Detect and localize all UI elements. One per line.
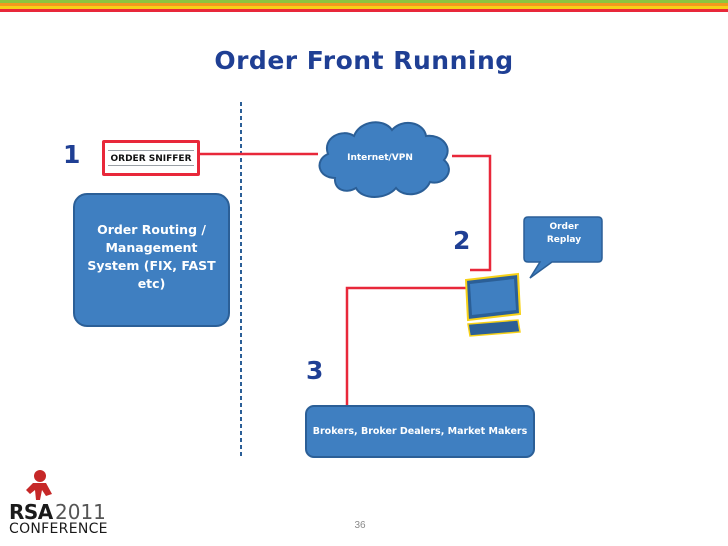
connector-cloud-computer [452,154,492,272]
computer-monitor-icon [464,272,522,322]
stripe-green [0,0,728,3]
stripe-orange [0,3,728,6]
step-2-label: 2 [453,226,471,255]
rsa-logo-figure-icon [26,470,52,500]
logo-conference-text: CONFERENCE [9,521,108,537]
order-replay-line1: Order [549,222,579,232]
order-replay-line2: Replay [546,235,582,245]
replay-callout [523,216,603,279]
logo-year-text: 2011 [55,500,106,524]
connector-computer-brokers [345,286,470,405]
brokers-box: Brokers, Broker Dealers, Market Makers [305,405,535,458]
logo-rsa-text: RSA [9,500,53,524]
step-1-label: 1 [63,140,81,169]
stripe-yellow [0,6,728,9]
step-3-label: 3 [306,356,324,385]
order-replay-label: Order Replay [529,221,599,247]
cloud-shape [318,121,450,198]
order-routing-box: Order Routing / Management System (FIX, … [73,193,230,327]
order-sniffer-box: ORDER SNIFFER [102,140,200,176]
stripe-red [0,9,728,12]
order-sniffer-label: ORDER SNIFFER [108,150,194,166]
cloud-label: Internet/VPN [347,153,413,163]
page-number: 36 [354,520,366,531]
slide-title: Order Front Running [214,46,514,75]
keyboard-icon [467,319,521,337]
